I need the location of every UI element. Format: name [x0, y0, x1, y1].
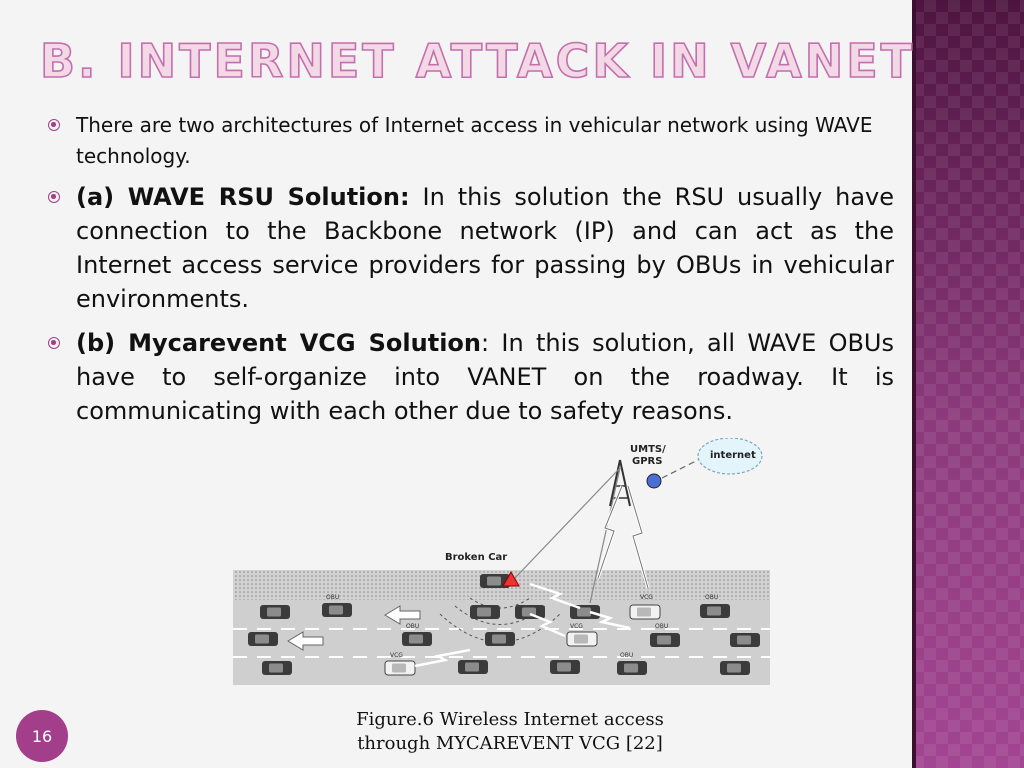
obu-tag: OBU	[705, 594, 718, 601]
bullet-icon	[48, 337, 60, 349]
caption-line: Figure.6 Wireless Internet access	[356, 709, 664, 730]
slide-number: 16	[31, 726, 53, 746]
slide-number-badge: 16	[16, 710, 68, 762]
cell-tower-icon	[609, 459, 631, 507]
caption-line: through MYCAREVENT VCG [22]	[357, 733, 663, 754]
obu-tag: OBU	[406, 623, 419, 630]
bullet-icon	[48, 191, 60, 203]
tower-label: UMTS/	[630, 444, 666, 455]
tower-label: GPRS	[632, 456, 662, 467]
gateway-icon	[646, 473, 662, 489]
bullet-text: In this solution the RSU usually have co…	[76, 183, 895, 313]
direction-arrow-icon	[287, 631, 324, 651]
figure-caption: Figure.6 Wireless Internet access throug…	[300, 708, 720, 756]
obu-tag: OBU	[655, 623, 668, 630]
slide-title: B. Internet Attack in VANET	[39, 34, 915, 88]
bullet-list: There are two architectures of Internet …	[44, 110, 894, 438]
vcg-tag: VCG	[640, 594, 653, 601]
warning-icon	[502, 570, 520, 587]
internet-cloud-icon	[697, 438, 763, 475]
bullet-intro: There are two architectures of Internet …	[44, 110, 894, 172]
bullet-rsu-solution: (a) WAVE RSU Solution: In this solution …	[44, 180, 894, 316]
vcg-tag: VCG	[390, 652, 403, 659]
direction-arrow-icon	[384, 605, 421, 625]
bullet-heading: (a) WAVE RSU Solution:	[76, 183, 410, 211]
broken-car-label: Broken Car	[445, 552, 507, 563]
vanet-figure: UMTS/ GPRS internet Broken Car OBU OBU O…	[233, 438, 770, 685]
bullet-vcg-solution: (b) Mycarevent VCG Solution: In this sol…	[44, 326, 894, 428]
obu-tag: OBU	[620, 652, 633, 659]
bullet-icon	[48, 119, 60, 131]
bullet-heading: (b) Mycarevent VCG Solution	[76, 329, 481, 357]
cloud-label: internet	[710, 450, 756, 461]
vcg-tag: VCG	[570, 623, 583, 630]
decorative-side-band	[912, 0, 1024, 768]
bullet-text: : In this solution, all WAVE OBUs have t…	[76, 329, 894, 425]
bullet-text: There are two architectures of Internet …	[76, 113, 873, 168]
obu-tag: OBU	[326, 594, 339, 601]
